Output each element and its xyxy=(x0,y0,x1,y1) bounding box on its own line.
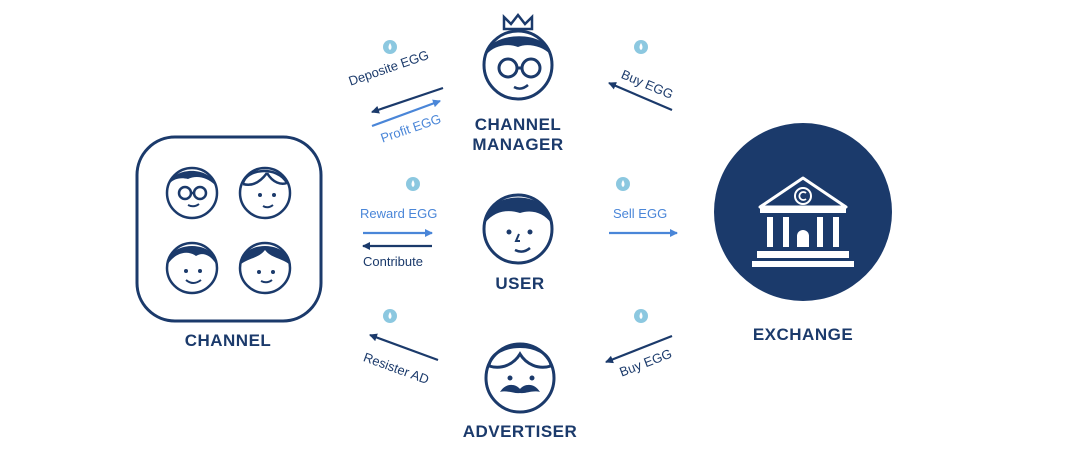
mustache-icon xyxy=(500,384,540,394)
advertiser-face xyxy=(484,342,556,414)
crown-icon xyxy=(502,12,534,31)
channel-manager-label-line1: CHANNEL xyxy=(474,115,562,134)
arrows xyxy=(362,81,678,364)
egg-drops xyxy=(383,40,648,323)
channel-box xyxy=(135,135,323,323)
channel-node xyxy=(135,135,323,323)
face-dark-hair-2-icon xyxy=(238,241,292,295)
face-dark-hair-icon xyxy=(165,241,219,295)
edge-label-reward-egg: Reward EGG xyxy=(360,206,438,221)
user-label: USER xyxy=(495,274,545,293)
arrow-buy-egg-top xyxy=(608,81,673,112)
egg-drop-icon xyxy=(616,177,630,191)
bank-copyright-icon xyxy=(752,176,854,267)
egg-drop-icon xyxy=(634,40,648,54)
egg-drop-icon xyxy=(406,177,420,191)
arrow-buy-egg-bottom xyxy=(605,334,673,364)
advertiser-label: ADVERTISER xyxy=(462,422,578,441)
egg-drop-icon xyxy=(383,40,397,54)
exchange-label: EXCHANGE xyxy=(752,325,854,344)
edge-label-contribute: Contribute xyxy=(363,254,423,269)
channel-label: CHANNEL xyxy=(184,331,272,350)
face-glasses-icon xyxy=(165,166,219,220)
face-hair-outline-icon xyxy=(238,166,292,220)
egg-drop-icon xyxy=(383,309,397,323)
arrow-deposite-egg xyxy=(371,86,444,114)
edge-label-sell-egg: Sell EGG xyxy=(613,206,668,221)
arrow-profit-egg xyxy=(371,99,441,128)
exchange-node xyxy=(714,123,892,301)
channel-manager-label-line2: MANAGER xyxy=(472,135,564,154)
channel-manager-face xyxy=(482,12,554,101)
egg-drop-icon xyxy=(634,309,648,323)
arrow-register-ad xyxy=(369,333,439,362)
user-face xyxy=(482,193,554,265)
